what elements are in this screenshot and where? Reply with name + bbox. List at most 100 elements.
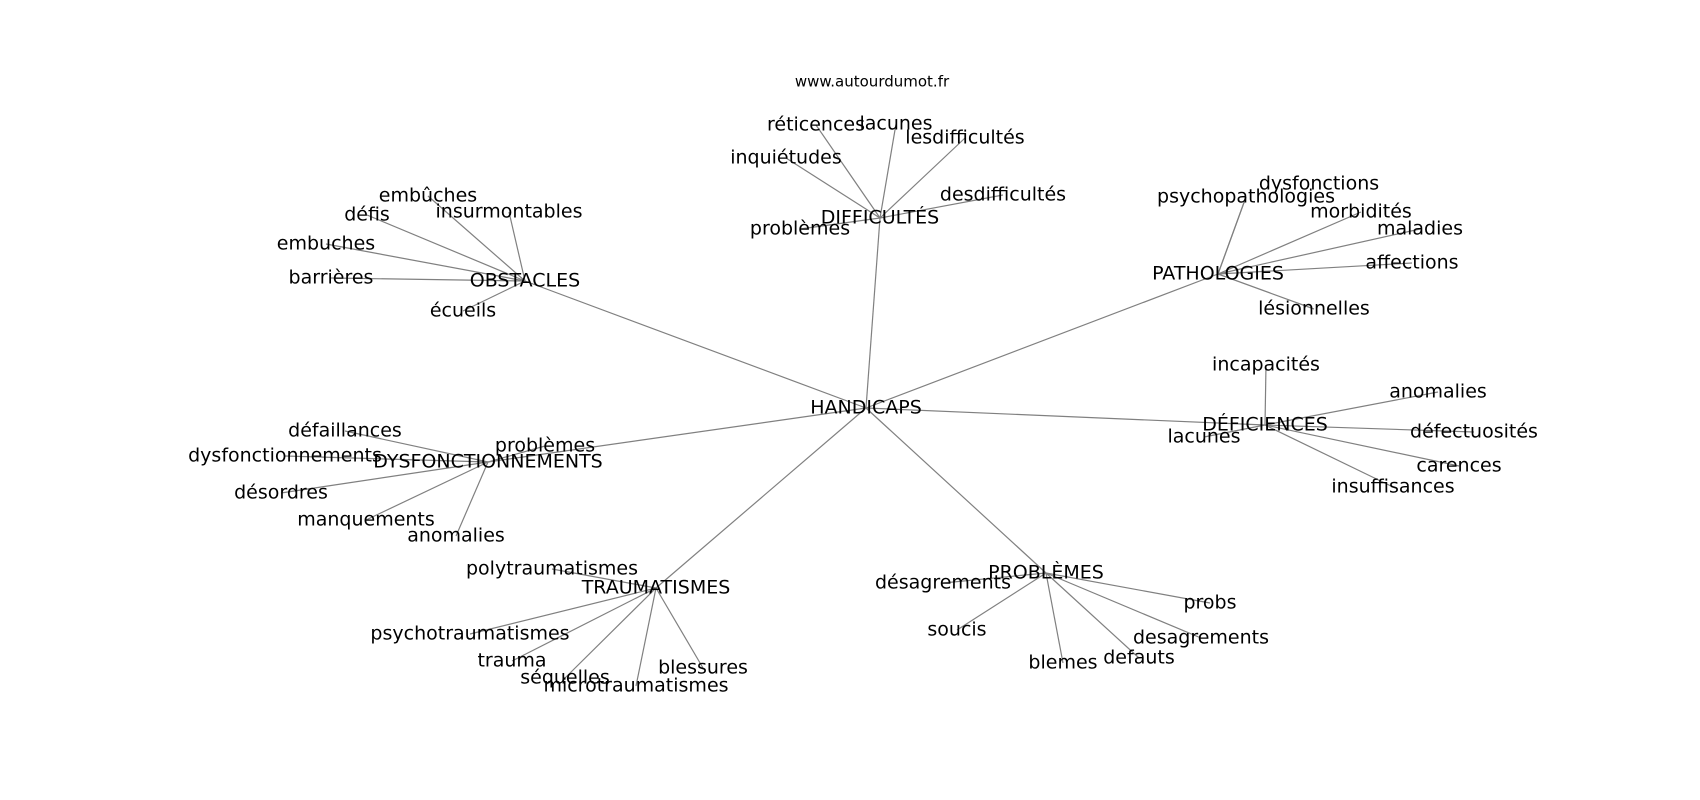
edge-pathologies-affections bbox=[1217, 262, 1413, 275]
hub-pathologies[interactable]: PATHOLOGIES bbox=[1152, 263, 1284, 285]
hub-dysfonctionnements[interactable]: DYSFONCTIONNEMENTS bbox=[373, 451, 603, 473]
edge-traumatismes-blessures bbox=[655, 587, 704, 669]
edge-obstacles-ecueils bbox=[462, 280, 526, 312]
center-node-handicaps[interactable]: HANDICAPS bbox=[810, 397, 922, 419]
edge-center-difficultes bbox=[865, 217, 881, 409]
edge-deficiences-anomalies bbox=[1264, 391, 1439, 426]
edge-traumatismes-trauma bbox=[511, 587, 657, 662]
leaf-insuffisances[interactable]: insuffisances bbox=[1331, 476, 1454, 498]
leaf-lesdifficultes[interactable]: lesdifficultés bbox=[905, 127, 1024, 149]
edge-center-pathologies bbox=[865, 273, 1219, 409]
hub-difficultes[interactable]: DIFFICULTÉS bbox=[821, 206, 940, 229]
edge-obstacles-insurmontables bbox=[508, 211, 526, 282]
leaf-problemes[interactable]: problèmes bbox=[495, 435, 595, 457]
leaf-sequelles[interactable]: séquelles bbox=[520, 667, 610, 689]
leaf-trauma[interactable]: trauma bbox=[477, 650, 546, 672]
edge-obstacles-embuches bbox=[427, 195, 526, 282]
leaf-morbidites[interactable]: morbidités bbox=[1310, 201, 1412, 223]
leaf-affections[interactable]: affections bbox=[1365, 252, 1458, 274]
edge-problemes-desagrements bbox=[1045, 572, 1202, 639]
graph-edges bbox=[280, 123, 1475, 687]
edge-obstacles-embuches bbox=[325, 243, 526, 282]
edge-dysfonctionnements-problemes bbox=[487, 445, 546, 463]
leaf-soucis[interactable]: soucis bbox=[927, 619, 986, 641]
edge-pathologies-psychopathologies bbox=[1217, 196, 1247, 275]
edge-deficiences-incapacites bbox=[1264, 364, 1267, 426]
edge-center-traumatismes bbox=[655, 407, 867, 589]
graph-labels: réticenceslacuneslesdifficultésinquiétud… bbox=[188, 113, 1538, 697]
edge-pathologies-maladies bbox=[1217, 228, 1421, 275]
leaf-probs[interactable]: probs bbox=[1183, 592, 1236, 614]
leaf-reticences[interactable]: réticences bbox=[767, 114, 865, 136]
hub-problemes[interactable]: PROBLÈMES bbox=[988, 561, 1104, 584]
leaf-anomalies[interactable]: anomalies bbox=[1389, 381, 1487, 403]
edge-traumatismes-psychotraumatismes bbox=[469, 587, 657, 635]
edge-problemes-desagrements bbox=[942, 572, 1047, 584]
leaf-dysfonctions[interactable]: dysfonctions bbox=[1259, 173, 1379, 195]
edge-obstacles-barrieres bbox=[330, 277, 526, 282]
leaf-blessures[interactable]: blessures bbox=[658, 657, 748, 679]
edge-deficiences-lacunes bbox=[1203, 424, 1266, 438]
leaf-lacunes[interactable]: lacunes bbox=[859, 113, 932, 135]
edge-deficiences-carences bbox=[1264, 424, 1460, 467]
edge-traumatismes-microtraumatismes bbox=[635, 587, 657, 687]
hub-deficiences[interactable]: DÉFICIENCES bbox=[1202, 413, 1328, 436]
edge-center-dysfonctionnements bbox=[487, 407, 867, 463]
edge-center-problemes bbox=[865, 407, 1047, 574]
edge-problemes-defauts bbox=[1045, 572, 1140, 659]
edge-deficiences-defectuosites bbox=[1264, 424, 1475, 433]
edge-dysfonctionnements-defaillances bbox=[344, 430, 489, 463]
leaf-blemes[interactable]: blemes bbox=[1028, 652, 1097, 674]
hub-traumatismes[interactable]: TRAUMATISMES bbox=[581, 577, 731, 599]
leaf-embuches[interactable]: embuches bbox=[277, 233, 375, 255]
leaf-desdifficultes[interactable]: desdifficultés bbox=[940, 184, 1066, 206]
leaf-polytraumatismes[interactable]: polytraumatismes bbox=[466, 558, 638, 580]
leaf-maladies[interactable]: maladies bbox=[1377, 218, 1463, 240]
edge-dysfonctionnements-dysfonctionnements bbox=[284, 455, 489, 463]
edge-traumatismes-sequelles bbox=[564, 587, 657, 679]
edge-traumatismes-polytraumatismes bbox=[551, 568, 657, 589]
edge-pathologies-lesionnelles bbox=[1217, 273, 1315, 310]
leaf-insurmontables[interactable]: insurmontables bbox=[436, 201, 583, 223]
leaf-psychopathologies[interactable]: psychopathologies bbox=[1157, 186, 1335, 208]
edge-problemes-blemes bbox=[1045, 572, 1064, 664]
leaf-defauts[interactable]: defauts bbox=[1103, 647, 1174, 669]
edge-difficultes-inquietudes bbox=[785, 157, 881, 219]
edge-problemes-probs bbox=[1045, 572, 1211, 604]
edge-obstacles-defis bbox=[366, 214, 526, 282]
leaf-lacunes[interactable]: lacunes bbox=[1167, 426, 1240, 448]
leaf-defectuosites[interactable]: défectuosités bbox=[1410, 421, 1538, 443]
edge-center-deficiences bbox=[865, 407, 1266, 426]
hub-obstacles[interactable]: OBSTACLES bbox=[470, 270, 580, 292]
leaf-desagrements[interactable]: désagrements bbox=[875, 572, 1011, 594]
edge-difficultes-lacunes bbox=[879, 123, 897, 219]
edge-difficultes-lesdifficultes bbox=[879, 137, 966, 219]
edge-dysfonctionnements-desordres bbox=[280, 461, 489, 494]
leaf-incapacites[interactable]: incapacités bbox=[1212, 354, 1320, 376]
leaf-manquements[interactable]: manquements bbox=[297, 509, 435, 531]
edge-dysfonctionnements-manquements bbox=[365, 461, 489, 521]
edge-deficiences-insuffisances bbox=[1264, 424, 1394, 488]
leaf-problemes[interactable]: problèmes bbox=[750, 218, 850, 240]
edge-pathologies-morbidites bbox=[1217, 211, 1362, 275]
leaf-lesionnelles[interactable]: lésionnelles bbox=[1258, 298, 1370, 320]
leaf-psychotraumatismes[interactable]: psychotraumatismes bbox=[370, 623, 569, 645]
leaf-inquietudes[interactable]: inquiétudes bbox=[730, 147, 842, 169]
leaf-desordres[interactable]: désordres bbox=[234, 482, 328, 504]
leaf-defaillances[interactable]: défaillances bbox=[288, 420, 402, 442]
leaf-carences[interactable]: carences bbox=[1416, 455, 1501, 477]
edge-difficultes-problemes bbox=[799, 217, 881, 230]
leaf-barrieres[interactable]: barrières bbox=[289, 267, 374, 289]
leaf-embuches[interactable]: embûches bbox=[379, 185, 477, 207]
edge-problemes-soucis bbox=[956, 572, 1047, 631]
leaf-ecueils[interactable]: écueils bbox=[430, 300, 496, 322]
edge-difficultes-reticences bbox=[815, 124, 881, 219]
leaf-anomalies[interactable]: anomalies bbox=[407, 525, 505, 547]
leaf-defis[interactable]: défis bbox=[344, 204, 390, 226]
leaf-desagrements[interactable]: desagrements bbox=[1133, 627, 1269, 649]
leaf-microtraumatismes[interactable]: microtraumatismes bbox=[543, 675, 728, 697]
edge-difficultes-desdifficultes bbox=[879, 194, 1004, 219]
edge-dysfonctionnements-anomalies bbox=[455, 461, 489, 537]
leaf-dysfonctionnements[interactable]: dysfonctionnements bbox=[188, 445, 382, 467]
